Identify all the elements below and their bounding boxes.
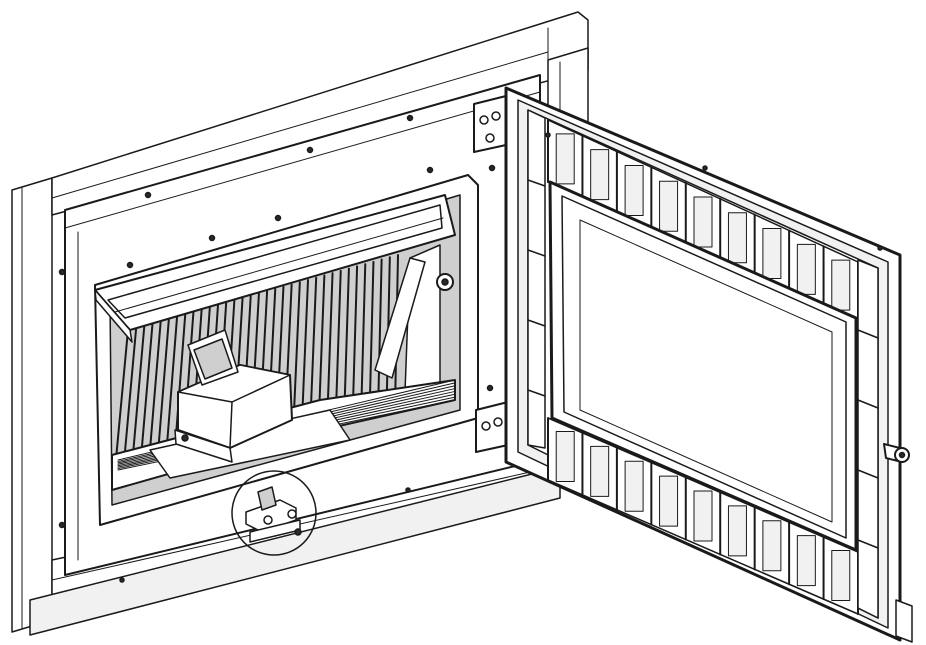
door-rib-cell (831, 259, 851, 311)
grill-bar (351, 265, 359, 419)
door-rib-cell (555, 430, 575, 482)
door-bottom-rib-grid (547, 417, 859, 615)
door-rib-cell (659, 475, 679, 527)
door-rib-cell (693, 490, 713, 542)
grill-bar (164, 315, 179, 460)
door-left-rib-column (527, 109, 546, 449)
grill-bar (156, 317, 170, 462)
door-rib-cell (796, 535, 816, 587)
detail-magnifier-circle (231, 470, 317, 556)
door-rib-cell (762, 520, 782, 572)
door-right-rib-column (857, 259, 879, 619)
grill-bar (360, 263, 367, 417)
latch-detail-callout (231, 470, 317, 556)
door-rib-cell (555, 133, 575, 185)
fire-grate (111, 379, 456, 491)
door-rib-cell (796, 243, 816, 295)
door-glass-pane (579, 219, 833, 523)
grill-bar (147, 319, 162, 464)
grill-bar (130, 324, 146, 468)
door-rib-cell (762, 228, 782, 280)
door-rib-cell (590, 149, 610, 201)
grill-bar (377, 258, 383, 413)
grill-bar (368, 260, 375, 415)
ash-hopper (174, 329, 293, 463)
upper-hinge (473, 95, 507, 153)
grill-bar (114, 329, 129, 471)
grill-bar (343, 267, 350, 421)
door-top-rib-grid (547, 119, 859, 325)
lower-hinge (475, 401, 509, 453)
body-screws (58, 114, 496, 583)
door-rib-cell (624, 460, 644, 512)
grill-bar (334, 269, 342, 423)
door-rib-cell (727, 505, 747, 557)
door-rib-cell (624, 164, 644, 216)
door-rib-cell (693, 196, 713, 248)
glass-door (504, 86, 913, 643)
grill-bar (139, 322, 154, 466)
door-rib-cell (831, 550, 851, 602)
door-rib-cell (727, 212, 747, 264)
grill-bar (122, 326, 138, 470)
door-rib-cell (590, 445, 610, 497)
door-hinges (473, 95, 509, 453)
door-rib-cell (659, 180, 679, 232)
baffle-plate (94, 194, 456, 343)
door-handle (883, 443, 910, 463)
